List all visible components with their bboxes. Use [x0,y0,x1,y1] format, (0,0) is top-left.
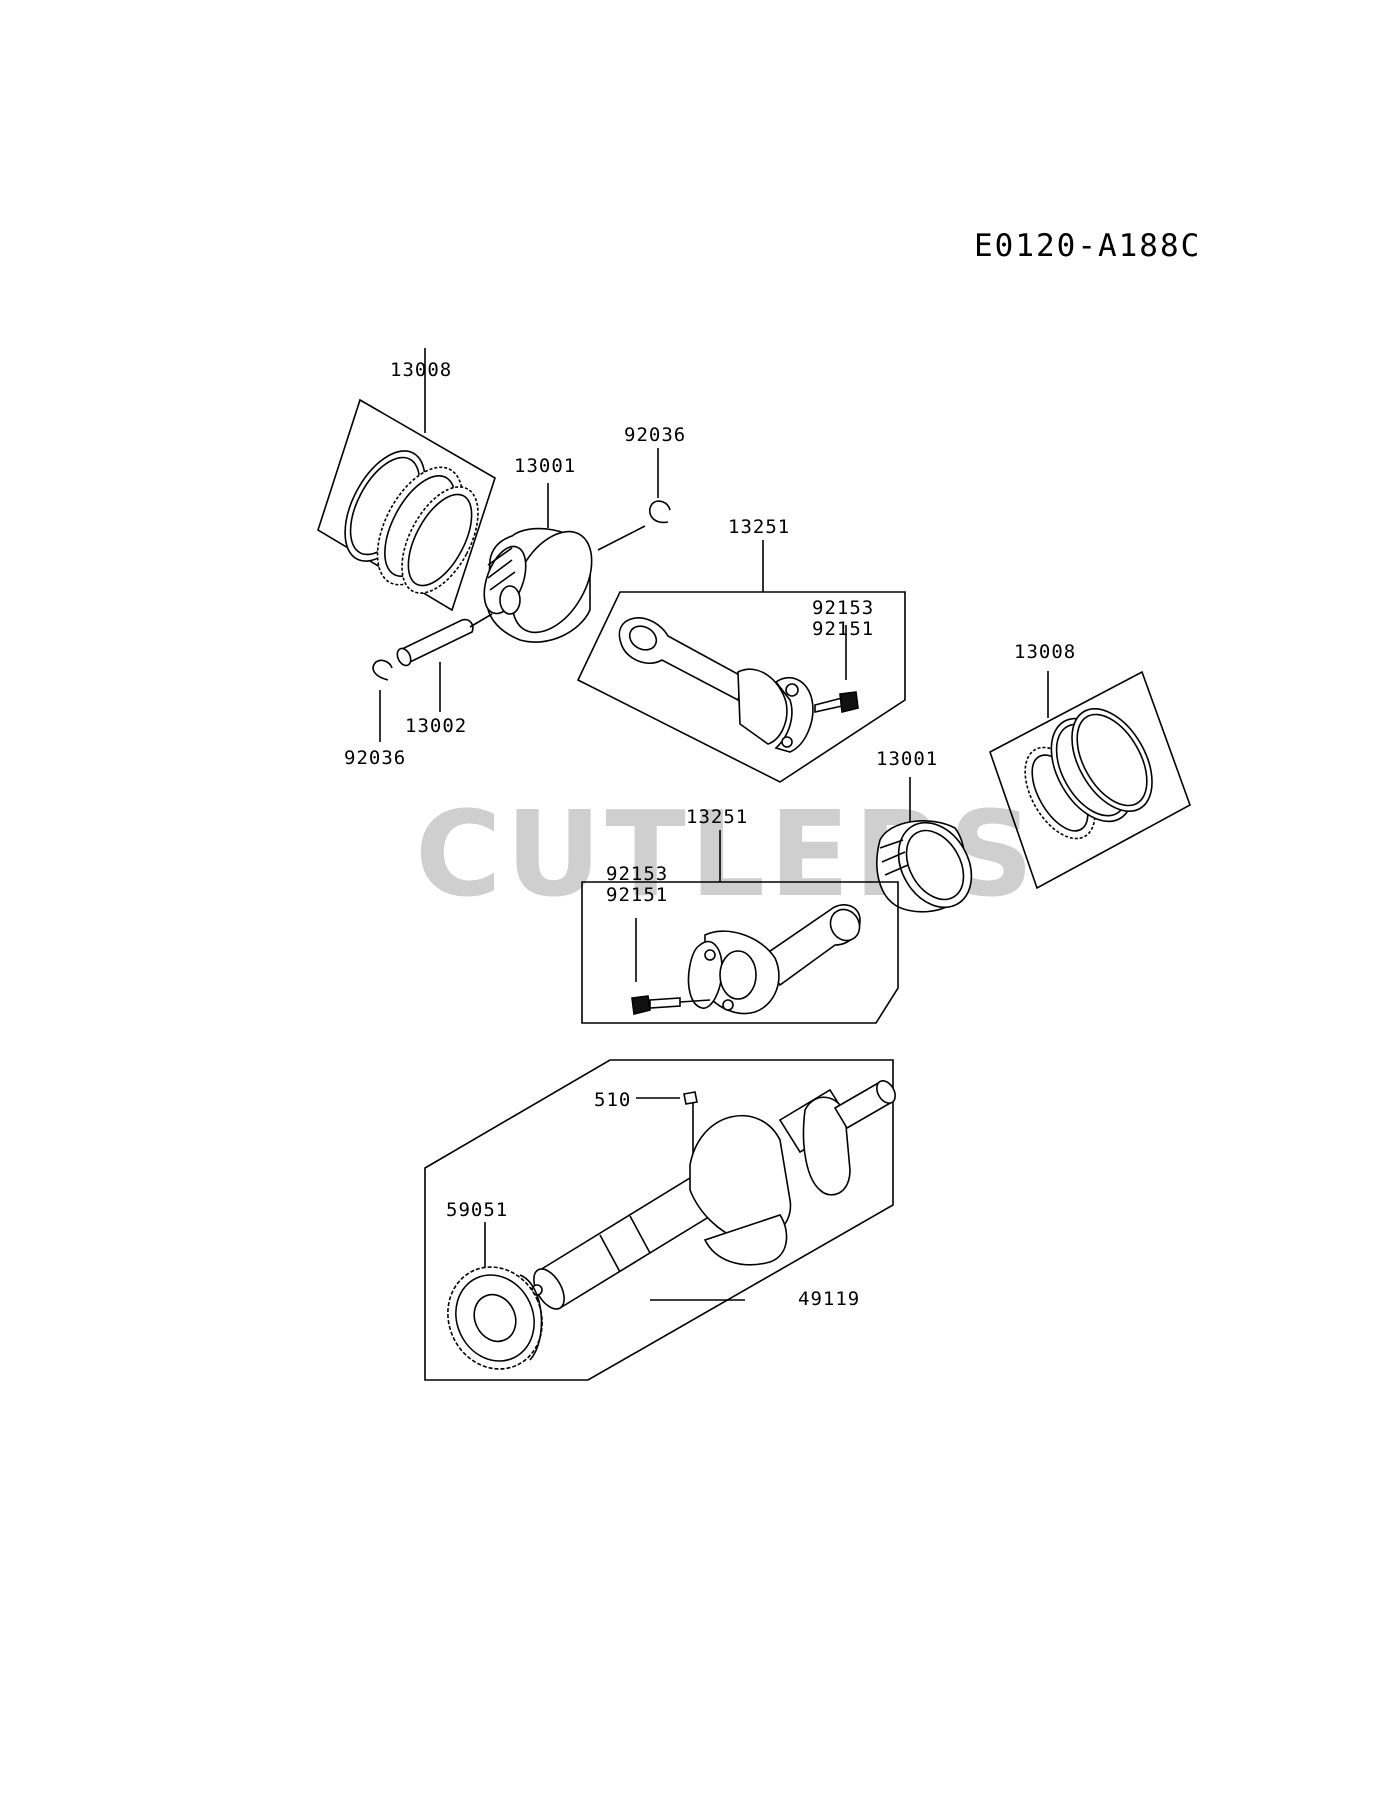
label-13251-bottom: 13251 [686,806,748,828]
label-92036-top: 92036 [624,424,686,446]
label-92153-bottom: 92153 [606,863,668,885]
label-13001-top: 13001 [514,455,576,477]
label-13008-top: 13008 [390,359,452,381]
ring-set-top-group [317,348,496,612]
piston-top [483,483,646,643]
circlip-top [648,448,671,524]
piston-pin [396,613,493,712]
label-92036-left: 92036 [344,747,406,769]
crankshaft-group [424,1059,896,1381]
conrod-top-group [576,540,906,783]
label-13251-top: 13251 [728,516,790,538]
diagram-code: E0120-A188C [974,228,1202,264]
piston-right [876,777,973,913]
label-92153-top: 92153 [812,597,874,619]
conrod-bottom-group [581,830,899,1024]
label-59051: 59051 [446,1199,508,1221]
ring-set-right-group [989,670,1191,890]
label-13008-right: 13008 [1014,641,1076,663]
circlip-left [372,659,393,742]
gear [447,1222,543,1370]
label-13001-right: 13001 [876,748,938,770]
label-510: 510 [594,1089,631,1111]
label-92151-bottom: 92151 [606,884,668,906]
label-13002: 13002 [405,715,467,737]
label-49119: 49119 [798,1288,860,1310]
label-92151-top: 92151 [812,618,874,640]
